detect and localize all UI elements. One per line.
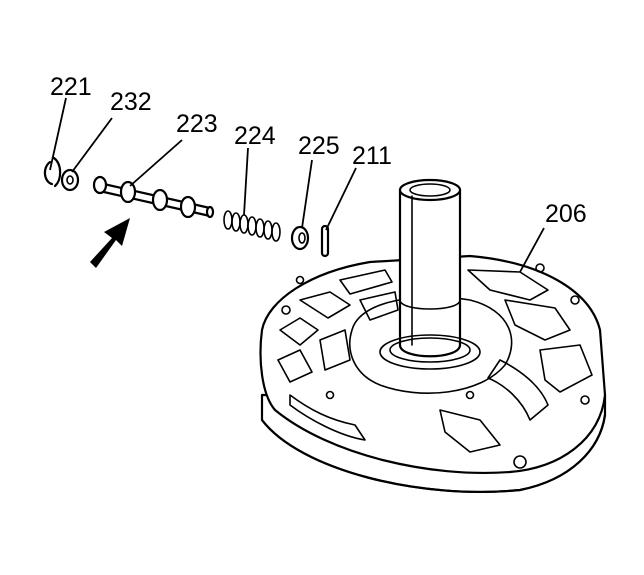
spring-224 xyxy=(223,210,281,242)
callout-223: 223 xyxy=(176,110,218,138)
callout-232: 232 xyxy=(110,88,152,116)
callout-225: 225 xyxy=(298,132,340,160)
valve-spool-223 xyxy=(92,175,215,219)
callout-224: 224 xyxy=(234,122,276,150)
plug-232 xyxy=(60,168,80,192)
callout-221: 221 xyxy=(50,73,92,101)
retaining-ring-221 xyxy=(43,156,62,188)
callout-labels: 221 232 223 224 225 211 206 xyxy=(50,73,587,228)
callout-206: 206 xyxy=(545,200,587,228)
pump-body-206 xyxy=(259,254,607,494)
callout-211: 211 xyxy=(352,142,392,170)
leader-lines xyxy=(49,97,545,273)
seal-225 xyxy=(290,225,310,251)
pin-211 xyxy=(320,224,330,258)
direction-arrow xyxy=(90,218,130,268)
stator-shaft xyxy=(379,178,481,370)
